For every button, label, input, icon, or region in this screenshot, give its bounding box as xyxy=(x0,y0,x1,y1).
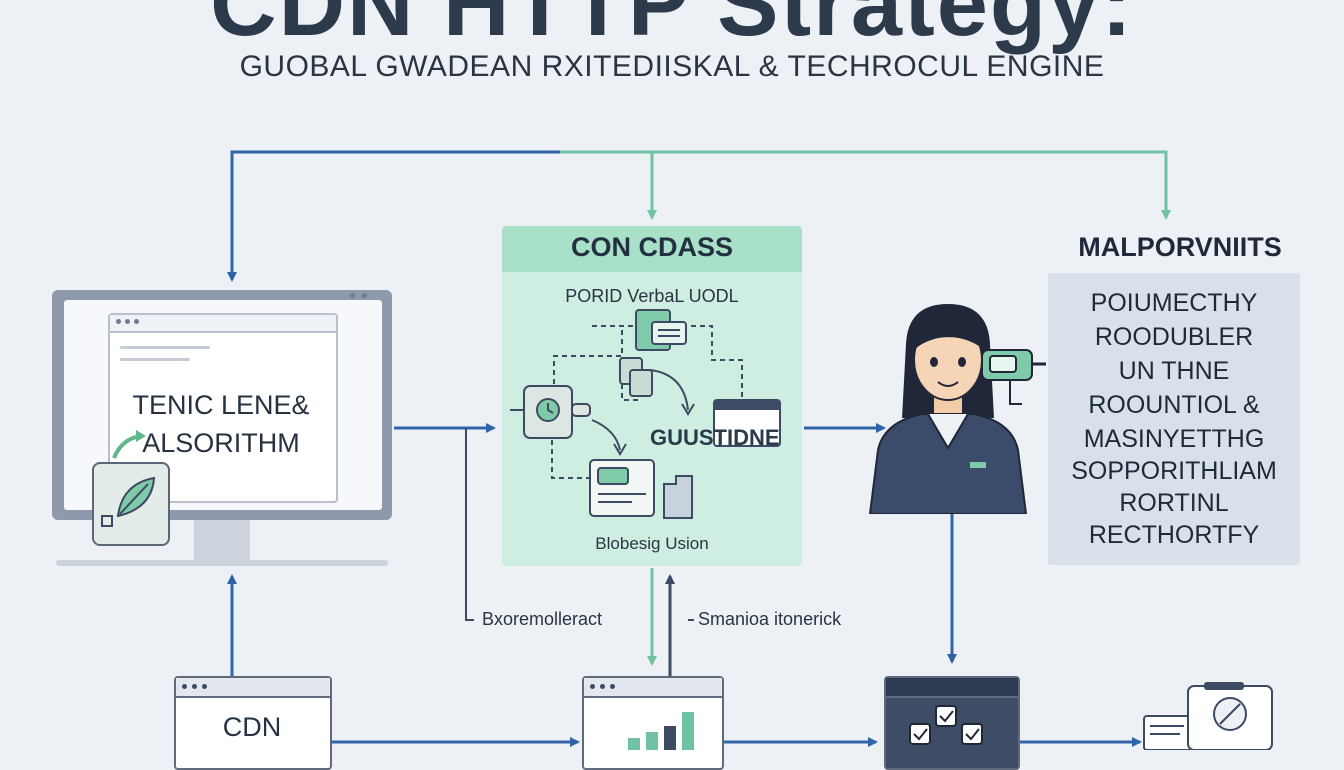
right-mid-label: Smanioa itonerick xyxy=(698,609,842,629)
arrow-top-to-panel xyxy=(560,150,657,220)
monitor-text-line: ALSORITHM xyxy=(142,428,300,458)
monitor-stand-neck xyxy=(194,520,250,564)
window-titlebar xyxy=(886,678,1018,698)
monitor-camera-dot xyxy=(362,293,367,298)
right-panel-box xyxy=(1048,273,1300,565)
right-panel-line: ROODUBLER xyxy=(1094,323,1254,351)
window-titlebar xyxy=(110,315,336,333)
checkbox-grid-icon xyxy=(909,705,983,745)
monitor-stand-base xyxy=(56,560,388,566)
page-title: CDN HTTP Strategy: xyxy=(210,0,1134,55)
right-panel-line: SOPPORITHLIAM xyxy=(1071,457,1277,485)
center-panel-header xyxy=(502,226,802,272)
right-panel-line: UN THNE xyxy=(1118,357,1230,385)
bracket-left-mid xyxy=(465,428,474,621)
bar-chart-icon xyxy=(628,712,694,750)
placeholder-line xyxy=(120,346,210,349)
center-panel-title: CON CDASS xyxy=(570,232,733,262)
right-panel-line: ROOUNTIOL & xyxy=(1088,391,1260,419)
window-dot xyxy=(610,684,615,689)
right-panel-line: MASINYETTHG xyxy=(1083,425,1265,453)
monitor-text: TENIC LENE& ALSORITHM xyxy=(116,386,326,462)
monitor-text-line: TENIC LENE& xyxy=(132,390,310,420)
center-panel-footer: Blobesig Usion xyxy=(595,534,709,553)
diagram-canvas: CDN HTTP Strategy: GUOBAL GWADEAN RXITED… xyxy=(52,0,1300,770)
right-panel-line: RECTHORTFY xyxy=(1088,521,1260,549)
right-panel-line: POIUMECTHY xyxy=(1090,289,1258,317)
right-panel-line: RORTINL xyxy=(1119,489,1229,517)
window-dot xyxy=(192,684,197,689)
connector-arrows xyxy=(227,150,1171,747)
right-panel-heading: MALPORVNIITS xyxy=(1078,232,1282,262)
window-dot xyxy=(202,684,207,689)
workflow-illustration xyxy=(510,309,781,519)
window-dot xyxy=(590,684,595,689)
support-agent-illustration xyxy=(868,304,1046,514)
arrow-top-to-monitor xyxy=(227,150,652,282)
window-dot xyxy=(116,319,121,324)
leaf-icon xyxy=(101,430,156,527)
window-titlebar xyxy=(584,678,722,698)
arrow-top-to-right xyxy=(652,150,1171,220)
center-panel-subtitle: PORID VerbaL UODL xyxy=(565,286,739,306)
window-titlebar xyxy=(176,678,330,698)
window-dot xyxy=(125,319,130,324)
window-dot xyxy=(182,684,187,689)
window-dot xyxy=(134,319,139,324)
monitor-camera-dot xyxy=(350,293,355,298)
center-panel-inner-label: GUUSTIDNE xyxy=(650,425,780,450)
placeholder-line xyxy=(120,358,190,361)
page-subtitle: GUOBAL GWADEAN RXITEDIISKAL & TECHROCUL … xyxy=(239,50,1105,83)
left-mid-label: Bxoremolleract xyxy=(482,609,603,629)
cdn-label: CDN xyxy=(222,712,282,742)
monitoring-device-icon xyxy=(1143,682,1273,750)
window-dot xyxy=(600,684,605,689)
